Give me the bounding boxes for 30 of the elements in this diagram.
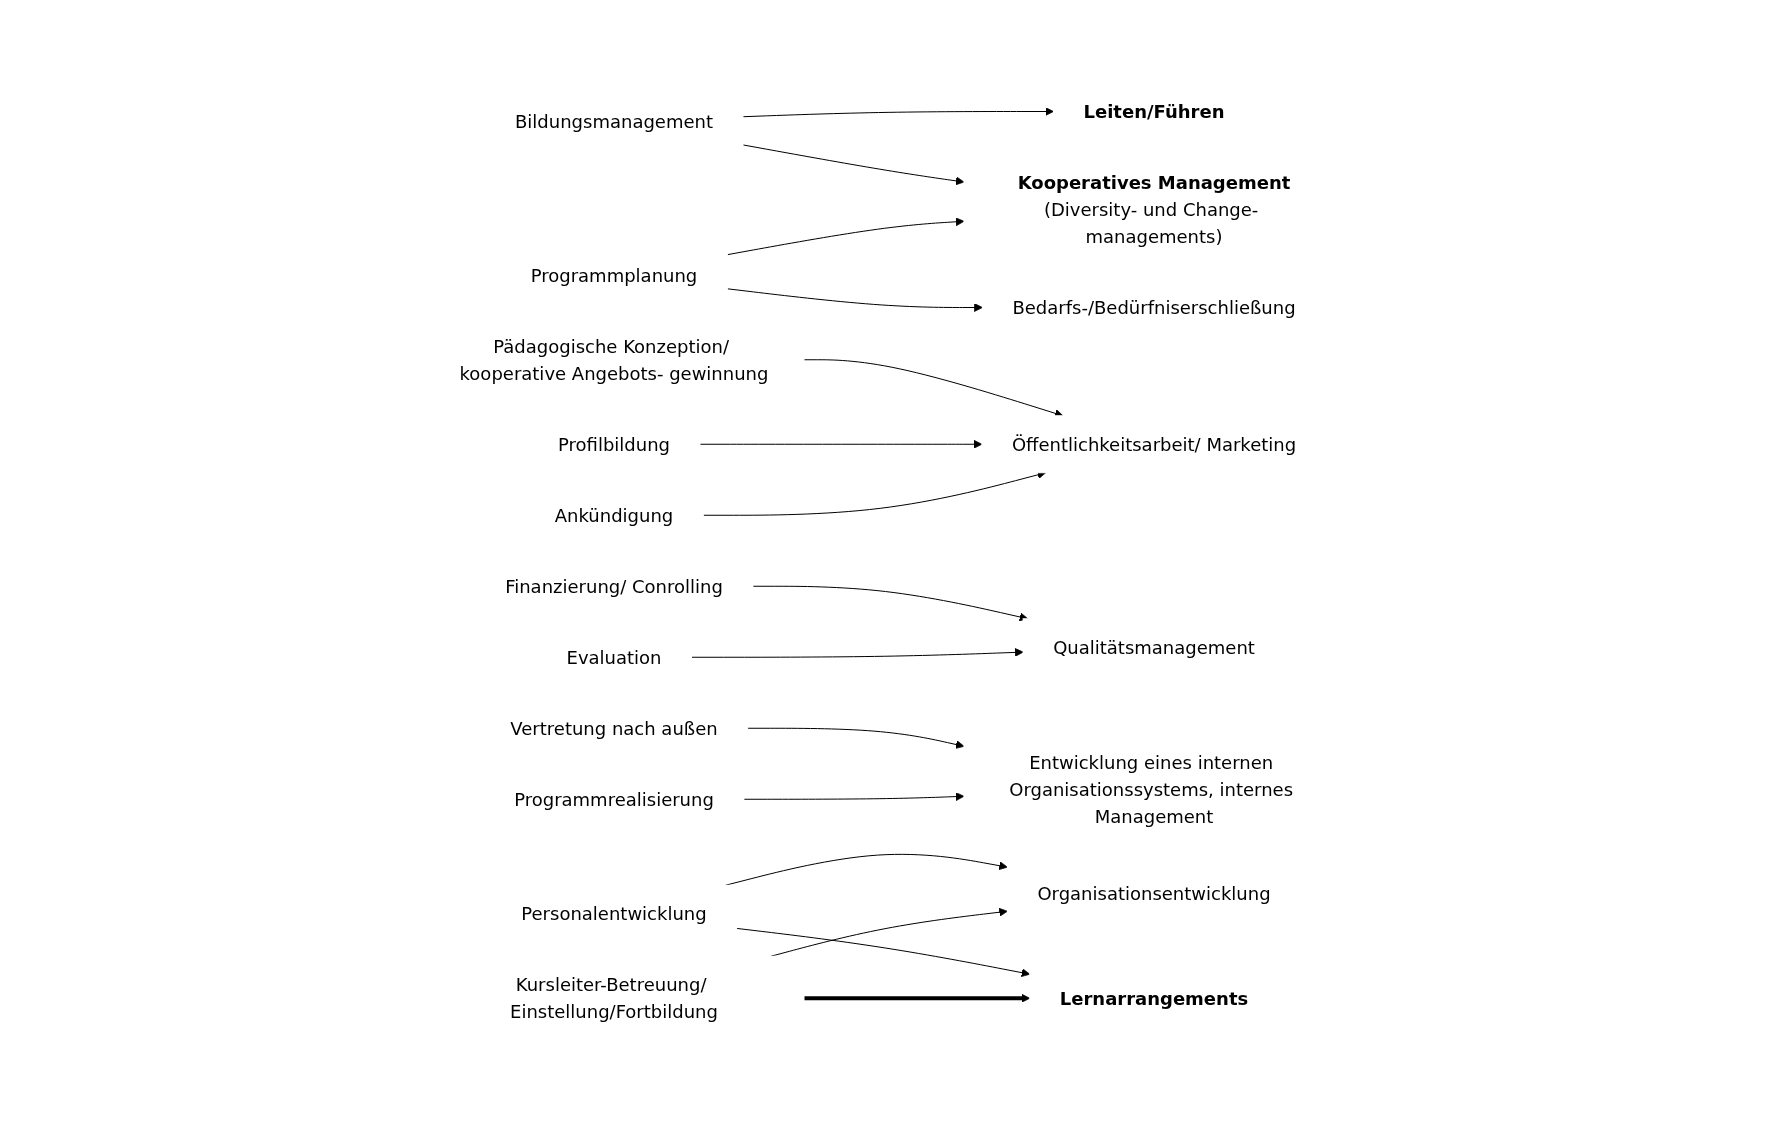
arrow <box>742 144 965 186</box>
node-text: Bedarfs-/Bedürfniserschließung <box>1012 296 1296 318</box>
arrow <box>726 217 965 256</box>
arrow <box>699 439 983 449</box>
node-text: Finanzierung/ Conrolling <box>505 575 723 597</box>
node-text: Ankündigung <box>554 504 674 526</box>
arrow <box>747 727 965 749</box>
node-text: Kursleiter-Betreuung/ Einstellung/Fortbildung <box>510 974 718 1023</box>
arrow <box>742 107 1054 118</box>
node-text: Personalentwicklung <box>521 903 707 925</box>
node-text: Lernarrangements <box>1059 987 1249 1009</box>
node-text: Evaluation <box>566 646 662 668</box>
arrow <box>752 585 1029 622</box>
arrow <box>691 647 1024 658</box>
arrow <box>743 792 965 801</box>
node-text: Qualitätsmanagement <box>1053 636 1255 658</box>
node-text: Pädagogische Konzeption/ kooperative Angebots- gewinnung <box>459 335 769 384</box>
node-text: Leiten/Führen <box>1083 100 1225 122</box>
node-text: Vertretung nach außen <box>510 717 718 739</box>
node-text: Öffentlichkeitsarbeit/ Marketing <box>1011 433 1297 455</box>
node-text: Entwicklung eines internen Organisationssystems, internes Management <box>1009 751 1294 827</box>
node-text: Organisationsentwicklung <box>1037 883 1271 905</box>
node-text: Profilbildung <box>558 433 670 455</box>
node-text: Programmrealisierung <box>514 788 714 810</box>
arrow <box>726 288 983 312</box>
node-text: Programmplanung <box>530 264 698 286</box>
arrow <box>736 927 1031 977</box>
node-text: Bildungsmanagement <box>515 110 713 132</box>
arrow <box>804 993 1031 1003</box>
node-text: Kooperatives Management (Diversity- und Change- managements) <box>1017 171 1291 247</box>
